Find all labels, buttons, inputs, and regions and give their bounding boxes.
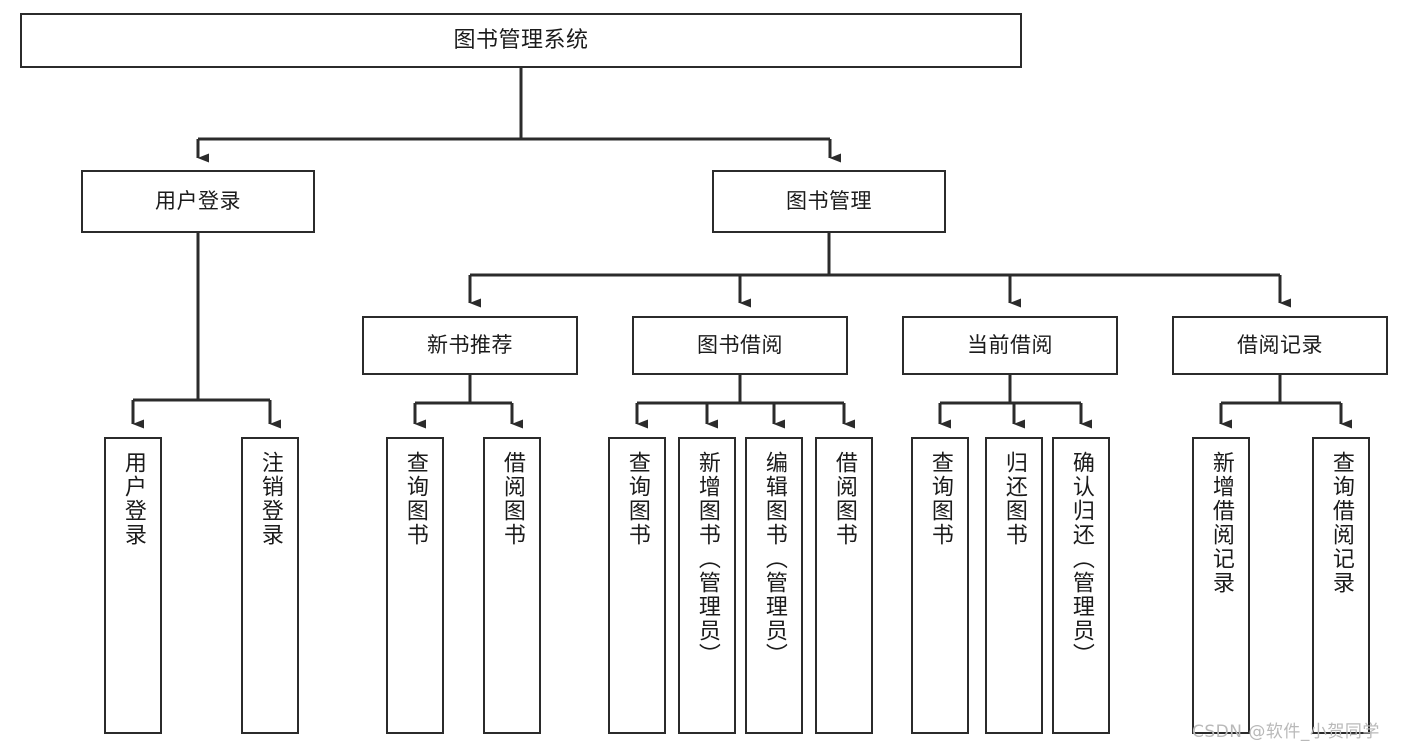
leaf-edit-book-admin-label: 编辑图书（管理员） (761, 451, 787, 667)
watermark: CSDN @软件_小贺同学 (1192, 722, 1380, 742)
leaf-logout[interactable]: 注销登录 (241, 437, 299, 734)
leaf-query-book-cur-label: 查询图书 (927, 451, 953, 547)
node-current-borrow[interactable]: 当前借阅 (902, 316, 1118, 375)
leaf-return-book-label: 归还图书 (1001, 451, 1027, 547)
leaf-add-borrow-record-label: 新增借阅记录 (1208, 451, 1234, 595)
leaf-logout-label: 注销登录 (257, 451, 283, 547)
leaf-query-book-borrow[interactable]: 查询图书 (608, 437, 666, 734)
leaf-user-login[interactable]: 用户登录 (104, 437, 162, 734)
node-borrow-record[interactable]: 借阅记录 (1172, 316, 1388, 375)
leaf-borrow-book-rec[interactable]: 借阅图书 (483, 437, 541, 734)
node-book-manage[interactable]: 图书管理 (712, 170, 946, 233)
node-root[interactable]: 图书管理系统 (20, 13, 1022, 68)
leaf-confirm-return-admin[interactable]: 确认归还（管理员） (1052, 437, 1110, 734)
leaf-add-borrow-record[interactable]: 新增借阅记录 (1192, 437, 1250, 734)
leaf-query-borrow-record[interactable]: 查询借阅记录 (1312, 437, 1370, 734)
leaf-query-book-cur[interactable]: 查询图书 (911, 437, 969, 734)
leaf-borrow-book-rec-label: 借阅图书 (499, 451, 525, 547)
leaf-borrow-book-label: 借阅图书 (831, 451, 857, 547)
node-book-borrow-label: 图书借阅 (697, 333, 783, 358)
node-user-login[interactable]: 用户登录 (81, 170, 315, 233)
node-new-book-recommend-label: 新书推荐 (427, 333, 513, 358)
leaf-return-book[interactable]: 归还图书 (985, 437, 1043, 734)
leaf-query-book-borrow-label: 查询图书 (624, 451, 650, 547)
leaf-confirm-return-admin-label: 确认归还（管理员） (1068, 451, 1094, 667)
node-user-login-label: 用户登录 (155, 189, 241, 214)
node-root-label: 图书管理系统 (453, 27, 589, 53)
leaf-add-book-admin[interactable]: 新增图书（管理员） (678, 437, 736, 734)
leaf-edit-book-admin[interactable]: 编辑图书（管理员） (745, 437, 803, 734)
leaf-query-borrow-record-label: 查询借阅记录 (1328, 451, 1354, 595)
node-current-borrow-label: 当前借阅 (967, 333, 1053, 358)
leaf-user-login-label: 用户登录 (120, 451, 146, 547)
leaf-borrow-book[interactable]: 借阅图书 (815, 437, 873, 734)
leaf-query-book-rec[interactable]: 查询图书 (386, 437, 444, 734)
node-borrow-record-label: 借阅记录 (1237, 333, 1323, 358)
leaf-add-book-admin-label: 新增图书（管理员） (694, 451, 720, 667)
node-book-borrow[interactable]: 图书借阅 (632, 316, 848, 375)
leaf-query-book-rec-label: 查询图书 (402, 451, 428, 547)
node-book-manage-label: 图书管理 (786, 189, 872, 214)
node-new-book-recommend[interactable]: 新书推荐 (362, 316, 578, 375)
